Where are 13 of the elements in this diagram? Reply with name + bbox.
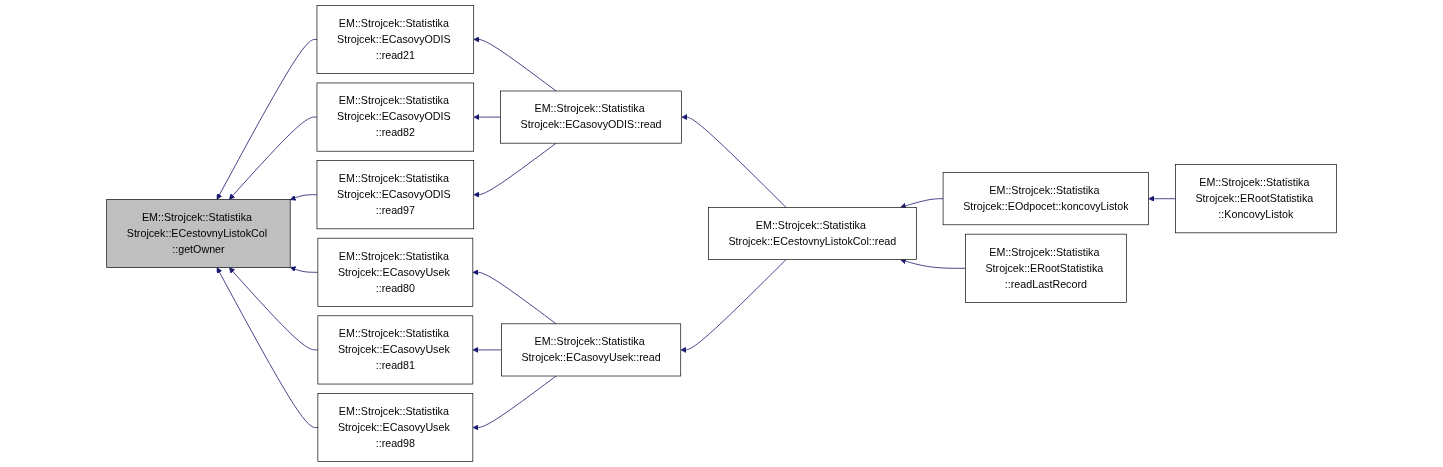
- node-box: EM::Strojcek::Statistika Strojcek::ECasovyODIS ::read97: [316, 160, 475, 230]
- node-box: EM::Strojcek::Statistika Strojcek::ERootStatistika ::readLastRecord: [965, 233, 1127, 303]
- node-box: EM::Strojcek::Statistika Strojcek::ERootStatistika ::KoncovyListok: [1175, 164, 1337, 234]
- node-box: EM::Strojcek::Statistika Strojcek::ECasovyUsek ::read81: [317, 315, 474, 385]
- node-box: EM::Strojcek::Statistika Strojcek::ECasovyUsek ::read98: [317, 393, 474, 462]
- node-box: EM::Strojcek::Statistika Strojcek::ECasovyODIS::read: [500, 90, 682, 144]
- node-box: EM::Strojcek::Statistika Strojcek::ECasovyUsek ::read80: [317, 237, 474, 307]
- node-box: EM::Strojcek::Statistika Strojcek::ECasovyODIS ::read82: [316, 82, 475, 152]
- node-box: EM::Strojcek::Statistika Strojcek::EOdpocet::koncovyListok: [942, 172, 1149, 226]
- node-box: EM::Strojcek::Statistika Strojcek::ECasovyUsek::read: [501, 323, 682, 377]
- node-box: EM::Strojcek::Statistika Strojcek::ECestovnyListokCol ::getOwner: [106, 199, 291, 268]
- node-box: EM::Strojcek::Statistika Strojcek::ECasovyODIS ::read21: [316, 5, 475, 74]
- node-box: EM::Strojcek::Statistika Strojcek::ECestovnyListokCol::read: [708, 207, 917, 260]
